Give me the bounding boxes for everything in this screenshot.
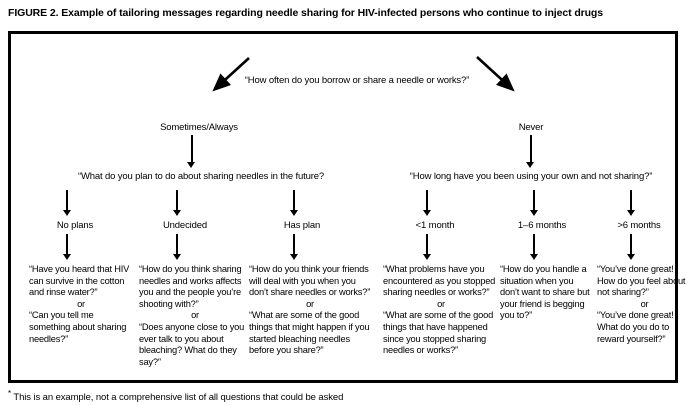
message-primary-1: “How do you think sharing needles and wo… [139,264,242,309]
message-or-3: or [437,298,445,309]
arrowhead-question-to-leaf-3 [423,210,431,216]
connector-question-to-leaf-4 [533,190,535,211]
leaf-label-no-plans: No plans [56,220,94,231]
branch-label-sometimes-always: Sometimes/Always [160,122,238,133]
connector-question-to-leaf-3 [426,190,428,211]
leaf-label-1-to-6-months: 1–6 months [517,220,567,231]
message-block-under-1-month: “What problems have you encountered as y… [383,264,499,357]
figure-footnote: * This is an example, not a comprehensiv… [8,389,343,403]
message-block-1-to-6-months: “How do you handle a situation when you … [500,264,590,322]
message-primary-0: “Have you heard that HIV can survive in … [29,264,130,298]
connector-leaf-2-to-message [293,234,295,255]
figure-caption: FIGURE 2. Example of tailoring messages … [8,7,603,19]
message-alt-1: “Does anyone close to you ever talk to y… [139,321,245,367]
question-duration-not-sharing: “How long have you been using your own a… [409,171,653,182]
message-or-2: or [306,298,314,309]
message-block-has-plan: “How do you think your friends will deal… [249,264,371,357]
message-alt-0: “Can you tell me something about sharing… [29,310,127,344]
branch-label-never: Never [518,122,544,133]
arrowhead-question-to-leaf-5 [627,210,635,216]
footnote-text: This is an example, not a comprehensive … [11,392,344,404]
arrowhead-never-to-question [526,162,534,168]
message-alt-2: “What are some of the good things that m… [249,310,370,356]
arrowhead-leaf-5-to-message [627,254,635,260]
connector-question-to-leaf-5 [630,190,632,211]
message-or-1: or [191,310,199,321]
connector-leaf-1-to-message [176,234,178,255]
arrowhead-question-to-leaf-2 [290,210,298,216]
arrowhead-question-to-leaf-4 [530,210,538,216]
leaf-label-under-1-month: <1 month [415,220,455,231]
connector-question-to-leaf-0 [66,190,68,211]
connector-question-to-leaf-1 [176,190,178,211]
connector-leaf-0-to-message [66,234,68,255]
arrowhead-question-to-leaf-0 [63,210,71,216]
question-sharing-plans: “What do you plan to do about sharing ne… [77,171,325,182]
footnote-marker: * [8,389,12,398]
arrowhead-leaf-1-to-message [173,254,181,260]
arrowhead-leaf-2-to-message [290,254,298,260]
arrowhead-question-to-leaf-1 [173,210,181,216]
arrowhead-sometimes-to-question [187,162,195,168]
leaf-label-has-plan: Has plan [283,220,321,231]
message-block-undecided: “How do you think sharing needles and wo… [139,264,251,368]
arrowhead-leaf-3-to-message [423,254,431,260]
message-or-0: or [77,298,85,309]
leaf-label-undecided: Undecided [162,220,208,231]
message-primary-3: “What problems have you encountered as y… [383,264,496,298]
message-block-no-plans: “Have you heard that HIV can survive in … [29,264,133,345]
connector-leaf-4-to-message [533,234,535,255]
message-primary-5: “You’ve done great! How do you feel abou… [597,264,686,298]
message-block-over-6-months: “You’ve done great! How do you feel abou… [597,264,692,345]
connector-never-to-question [530,135,532,163]
connector-question-to-leaf-2 [293,190,295,211]
message-primary-2: “How do you think your friends will deal… [249,264,371,298]
message-or-5: or [640,298,649,309]
root-question-label: “How often do you borrow or share a need… [244,75,470,86]
message-alt-5: “You’ve done great! What do you do to re… [597,310,674,344]
arrowhead-leaf-4-to-message [530,254,538,260]
connector-leaf-3-to-message [426,234,428,255]
message-alt-3: “What are some of the good things that h… [383,310,494,356]
leaf-label-over-6-months: >6 months [617,220,661,231]
figure-frame: “How often do you borrow or share a need… [8,31,686,383]
arrowhead-leaf-0-to-message [63,254,71,260]
message-primary-4: “How do you handle a situation when you … [500,264,590,321]
connector-leaf-5-to-message [630,234,632,255]
connector-sometimes-to-question [191,135,193,163]
